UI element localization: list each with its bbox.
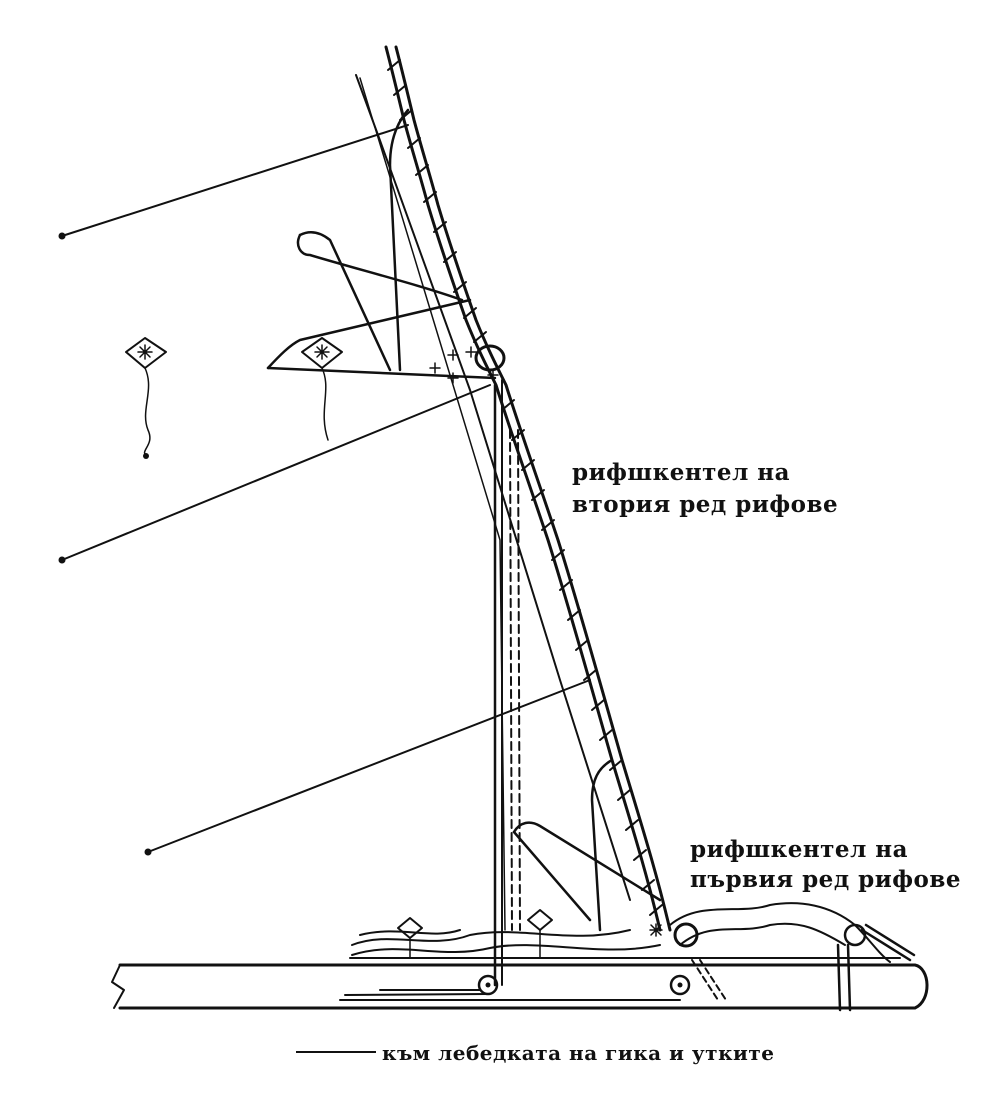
- lower-sail-panel: [512, 758, 662, 932]
- label-reef-pendant-second-row: рифшкентел на втория ред рифове: [572, 457, 838, 521]
- reef-points-bundle: [397, 909, 553, 959]
- reef-point-upper-panel: [301, 337, 343, 441]
- label-line-1: рифшкентел на: [690, 836, 909, 863]
- boom: [111, 957, 929, 1010]
- rigging-line-ends: [58, 232, 152, 856]
- legend-winch-label: към лебедката на гика и утките: [382, 1041, 775, 1065]
- reef-stars-lower: [649, 923, 663, 937]
- label-line-1: рифшкентел на: [572, 459, 791, 486]
- legend-line-sample: [296, 1051, 376, 1053]
- rigging-lines: [61, 124, 591, 853]
- reef-cringle-lower: [673, 922, 699, 948]
- reef-cringle-upper: [474, 344, 506, 372]
- boom-sheaves: [477, 974, 691, 996]
- label-line-2: първия ред рифове: [690, 866, 961, 893]
- boom-end-fitting: [836, 923, 916, 1012]
- reef-pendant-second: [493, 379, 521, 987]
- upper-sail-panels: [266, 108, 497, 380]
- furled-sail: [351, 902, 891, 963]
- label-reef-pendant-first-row: рифшкентел на първия ред рифове: [690, 835, 961, 895]
- reef-point-left: [125, 337, 167, 459]
- boom-run-lines: [339, 959, 727, 1001]
- label-line-2: втория ред рифове: [572, 491, 839, 518]
- inner-line: [359, 77, 506, 931]
- reef-stars-upper: [429, 346, 499, 384]
